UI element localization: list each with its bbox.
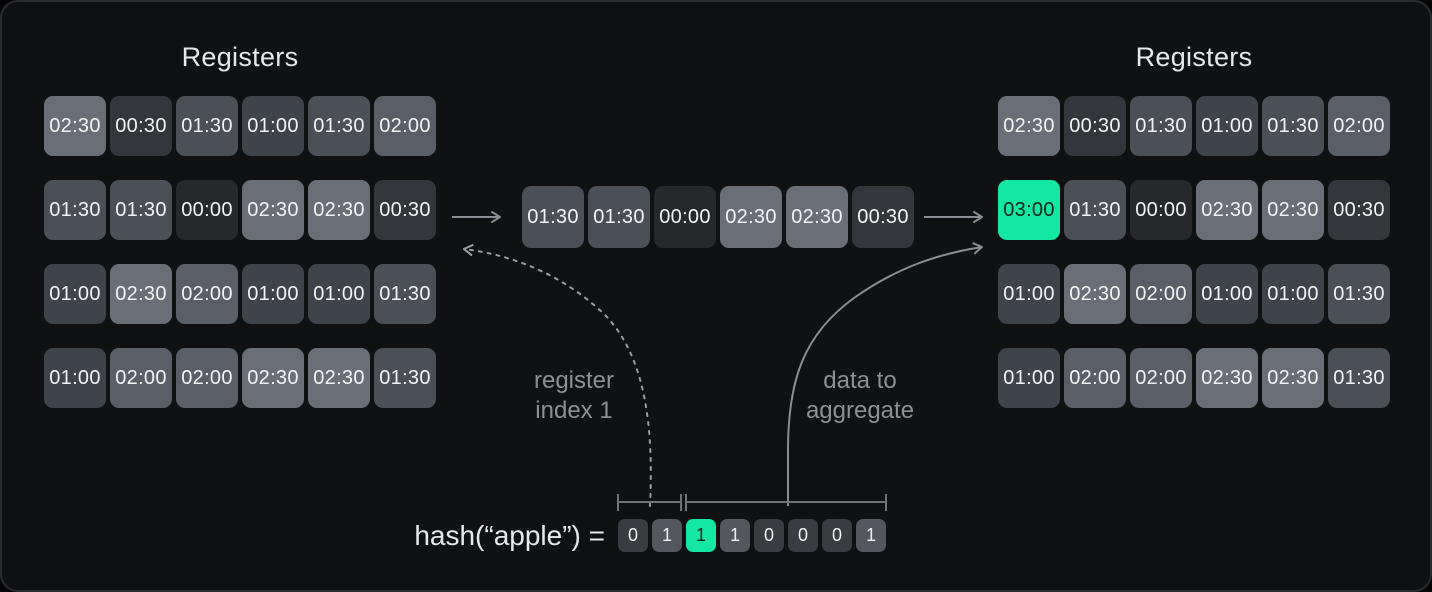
- register-cell: 00:30: [1064, 96, 1126, 156]
- label-line: index 1: [535, 397, 613, 424]
- register-cell: 02:30: [308, 348, 370, 408]
- hash-bit: 1: [856, 519, 886, 552]
- register-cell: 01:30: [1130, 96, 1192, 156]
- register-cell: 01:00: [308, 264, 370, 324]
- register-cell: 00:00: [654, 186, 716, 248]
- register-cell: 00:30: [1328, 180, 1390, 240]
- hash-bit: 0: [788, 519, 818, 552]
- register-cell: 01:00: [44, 348, 106, 408]
- hash-bit: 0: [754, 519, 784, 552]
- register-cell: 02:30: [110, 264, 172, 324]
- register-cell: 01:30: [176, 96, 238, 156]
- register-cell: 02:30: [1196, 348, 1258, 408]
- register-cell: 02:00: [1130, 348, 1192, 408]
- register-cell: 01:00: [1196, 96, 1258, 156]
- hash-bit: 1: [686, 519, 716, 552]
- value-bits-bracket: [685, 494, 887, 511]
- register-cell: 00:00: [1130, 180, 1192, 240]
- register-cell: 03:00: [998, 180, 1060, 240]
- hash-bit: 0: [618, 519, 648, 552]
- register-cell: 01:30: [588, 186, 650, 248]
- right-registers-title: Registers: [1135, 42, 1253, 72]
- register-cell: 02:30: [242, 348, 304, 408]
- register-cell: 01:30: [374, 264, 436, 324]
- register-cell: 02:30: [998, 96, 1060, 156]
- register-cell: 02:30: [1262, 348, 1324, 408]
- register-cell: 02:30: [720, 186, 782, 248]
- register-cell: 00:30: [852, 186, 914, 248]
- index-bits-bracket: [617, 494, 682, 511]
- register-cell: 02:30: [1064, 264, 1126, 324]
- register-cell: 00:30: [110, 96, 172, 156]
- register-cell: 01:00: [242, 264, 304, 324]
- register-cell: 01:30: [522, 186, 584, 248]
- register-cell: 00:30: [374, 180, 436, 240]
- register-cell: 01:00: [998, 264, 1060, 324]
- register-cell: 02:30: [308, 180, 370, 240]
- register-cell: 02:30: [786, 186, 848, 248]
- label-line: register: [533, 367, 615, 394]
- register-cell: 01:00: [998, 348, 1060, 408]
- hash-bit: 1: [720, 519, 750, 552]
- register-cell: 02:00: [176, 264, 238, 324]
- register-cell: 01:30: [1262, 96, 1324, 156]
- register-cell: 01:30: [308, 96, 370, 156]
- register-cell: 01:00: [1262, 264, 1324, 324]
- hash-bit: 0: [822, 519, 852, 552]
- register-cell: 01:30: [110, 180, 172, 240]
- register-cell: 01:00: [44, 264, 106, 324]
- hash-bit: 1: [652, 519, 682, 552]
- register-cell: 02:00: [1130, 264, 1192, 324]
- register-cell: 00:00: [176, 180, 238, 240]
- hash-expression: hash(“apple”) =: [414, 520, 605, 551]
- register-cell: 02:00: [374, 96, 436, 156]
- register-cell: 01:30: [1328, 348, 1390, 408]
- register-cell: 01:00: [1196, 264, 1258, 324]
- register-cell: 02:00: [176, 348, 238, 408]
- left-registers-title: Registers: [181, 42, 299, 72]
- register-cell: 01:30: [1328, 264, 1390, 324]
- register-cell: 01:30: [44, 180, 106, 240]
- register-cell: 02:30: [44, 96, 106, 156]
- register-cell: 02:00: [110, 348, 172, 408]
- register-cell: 02:30: [242, 180, 304, 240]
- register-index-label: register index 1: [494, 366, 654, 426]
- label-line: data to: [823, 367, 897, 394]
- data-to-aggregate-label: data to aggregate: [780, 366, 940, 426]
- label-line: aggregate: [805, 397, 915, 424]
- register-cell: 02:00: [1064, 348, 1126, 408]
- register-cell: 01:30: [1064, 180, 1126, 240]
- register-cell: 01:00: [242, 96, 304, 156]
- register-cell: 02:30: [1196, 180, 1258, 240]
- register-cell: 02:00: [1328, 96, 1390, 156]
- register-cell: 02:30: [1262, 180, 1324, 240]
- register-cell: 01:30: [374, 348, 436, 408]
